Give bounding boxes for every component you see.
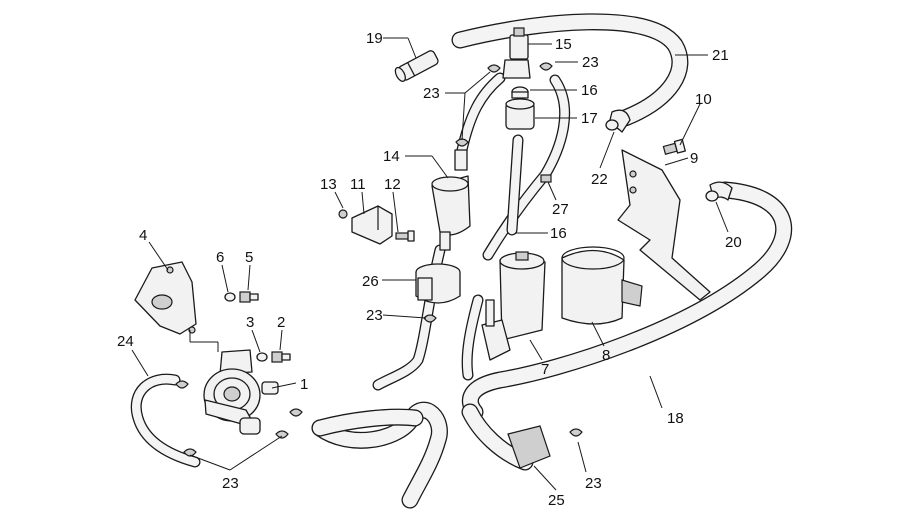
callout-22: 22 bbox=[591, 171, 608, 188]
washer-3 bbox=[256, 352, 268, 362]
callout-20: 20 bbox=[725, 234, 742, 251]
plate-screw bbox=[662, 138, 686, 155]
hose-24 bbox=[130, 373, 201, 468]
screw-5 bbox=[239, 291, 259, 303]
bracket-nut bbox=[338, 209, 348, 219]
grommet-upper bbox=[511, 86, 529, 99]
callout-23-middle: 23 bbox=[366, 307, 383, 324]
callout-23-bottom-right: 23 bbox=[585, 475, 602, 492]
hose-clamp bbox=[175, 62, 583, 469]
callout-14: 14 bbox=[383, 148, 400, 165]
vacuum-valve bbox=[203, 349, 279, 435]
leader-lines bbox=[131, 37, 729, 491]
callout-12: 12 bbox=[384, 176, 401, 193]
elbow-fitting-22 bbox=[605, 109, 631, 133]
callout-labels: 1 2 3 4 5 6 7 8 9 10 11 12 13 14 15 16 1… bbox=[117, 30, 742, 509]
callout-5: 5 bbox=[245, 249, 253, 266]
fuel-tap-valve bbox=[502, 27, 531, 79]
callout-1: 1 bbox=[300, 376, 308, 393]
elbow-fitting-20 bbox=[705, 181, 733, 202]
callout-23-bottom-left: 23 bbox=[222, 475, 239, 492]
callout-24: 24 bbox=[117, 333, 134, 350]
inline-fuel-filter bbox=[431, 149, 471, 251]
mounting-bracket bbox=[351, 205, 393, 245]
hose-21 bbox=[451, 13, 689, 127]
tube-connector bbox=[394, 50, 439, 82]
plate-bracket bbox=[617, 149, 711, 301]
callout-7: 7 bbox=[541, 361, 549, 378]
clamp-band bbox=[415, 263, 461, 304]
callout-23-top: 23 bbox=[582, 54, 599, 71]
callout-27: 27 bbox=[552, 201, 569, 218]
callout-16-lower: 16 bbox=[550, 225, 567, 242]
callout-17: 17 bbox=[581, 110, 598, 127]
callout-8: 8 bbox=[602, 347, 610, 364]
heat-shield-plate bbox=[134, 261, 197, 335]
callout-9: 9 bbox=[690, 150, 698, 167]
screw-2 bbox=[271, 351, 291, 363]
hose-clip bbox=[540, 174, 552, 183]
filter-cup bbox=[505, 98, 535, 130]
callout-21: 21 bbox=[712, 47, 729, 64]
hose-18 bbox=[461, 181, 793, 421]
bracket-screw bbox=[395, 230, 415, 242]
callout-13: 13 bbox=[320, 176, 337, 193]
callout-19: 19 bbox=[366, 30, 383, 47]
callout-25: 25 bbox=[548, 492, 565, 509]
callout-3: 3 bbox=[246, 314, 254, 331]
pump-holder bbox=[561, 246, 643, 325]
callout-10: 10 bbox=[695, 91, 712, 108]
washer-6 bbox=[224, 292, 236, 302]
callout-15: 15 bbox=[555, 36, 572, 53]
fuel-pump bbox=[481, 251, 546, 361]
callout-4: 4 bbox=[139, 227, 147, 244]
callout-11: 11 bbox=[350, 176, 366, 193]
hose-25 bbox=[311, 401, 534, 509]
callout-6: 6 bbox=[216, 249, 224, 266]
callout-18: 18 bbox=[667, 410, 684, 427]
callout-26: 26 bbox=[362, 273, 379, 290]
callout-16-upper: 16 bbox=[581, 82, 598, 99]
callout-23-upper-left: 23 bbox=[423, 85, 440, 102]
callout-2: 2 bbox=[277, 314, 285, 331]
